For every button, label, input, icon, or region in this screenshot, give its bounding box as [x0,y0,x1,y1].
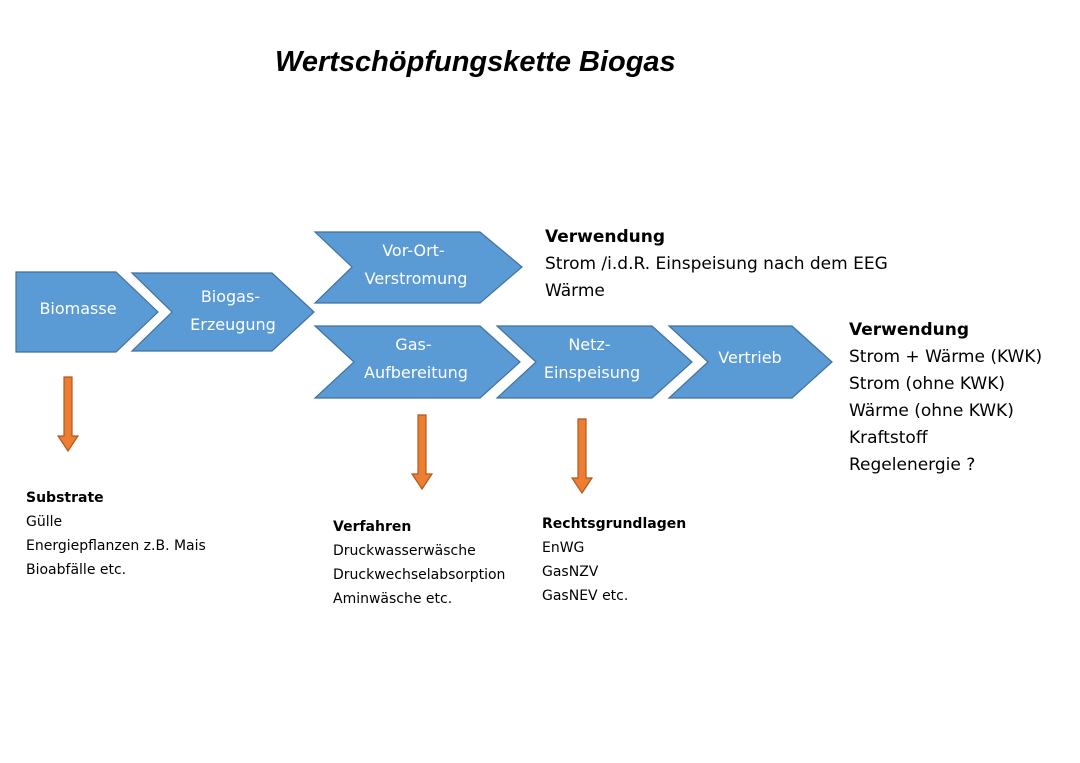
chevron-biomasse-label: Biomasse [39,299,116,318]
chevron-gas-aufbereitung-line1: Gas- [395,335,431,354]
chevron-netz-einspeisung-line1: Netz- [568,335,610,354]
chevron-biomasse: Biomasse [15,271,159,353]
chevron-vor-ort-line1: Vor-Ort- [382,241,444,260]
chevron-biogas-erzeugung-label: Biogas- Erzeugung [190,287,276,334]
verfahren-line: Druckwasserwäsche [333,543,476,559]
chevron-vertrieb: Vertrieb [667,325,833,399]
rechtsgrundlagen-line: EnWG [542,540,585,556]
chevron-gas-aufbereitung-line2: Aufbereitung [364,363,468,382]
chevron-biomasse-line: Biomasse [39,299,116,318]
verwendung-vertrieb-line: Strom (ohne KWK) [849,374,1006,394]
verwendung-vor-ort-line: Wärme [545,281,605,301]
verfahren-block: Verfahren Druckwasserwäsche Druckwechsel… [333,515,505,611]
verwendung-vertrieb-line: Regelenergie ? [849,455,976,475]
rechtsgrundlagen-block: Rechtsgrundlagen EnWG GasNZV GasNEV etc. [542,512,686,608]
chevron-netz-einspeisung: Netz- Einspeisung [495,325,693,399]
chevron-biogas-erzeugung-line2: Erzeugung [190,315,276,334]
verfahren-header: Verfahren [333,519,412,535]
verwendung-vertrieb-line: Kraftstoff [849,428,928,448]
rechtsgrundlagen-line: GasNEV etc. [542,588,629,604]
diagram-title: Wertschöpfungskette Biogas [275,46,676,78]
substrate-block: Substrate Gülle Energiepflanzen z.B. Mai… [26,486,206,582]
verwendung-vertrieb-line: Strom + Wärme (KWK) [849,347,1043,367]
verwendung-vertrieb-line: Wärme (ohne KWK) [849,401,1014,421]
verfahren-line: Druckwechselabsorption [333,567,506,583]
verfahren-line: Aminwäsche etc. [333,591,453,607]
down-arrow-verfahren-icon [410,414,434,491]
rechtsgrundlagen-header: Rechtsgrundlagen [542,516,687,532]
verwendung-vor-ort-block: Verwendung Strom /i.d.R. Einspeisung nac… [545,224,888,305]
down-arrow-rechtsgrundlagen-icon [570,418,594,495]
chevron-gas-aufbereitung: Gas- Aufbereitung [313,325,521,399]
chevron-vor-ort-line2: Verstromung [365,269,468,288]
chevron-vertrieb-label: Vertrieb [718,348,781,367]
verwendung-vertrieb-block: Verwendung Strom + Wärme (KWK) Strom (oh… [849,317,1042,479]
substrate-line: Gülle [26,514,63,530]
substrate-header: Substrate [26,490,104,506]
chevron-netz-einspeisung-line2: Einspeisung [544,363,640,382]
verwendung-vertrieb-header: Verwendung [849,320,970,340]
chevron-biogas-erzeugung-line1: Biogas- [201,287,260,306]
verwendung-vor-ort-line: Strom /i.d.R. Einspeisung nach dem EEG [545,254,888,274]
down-arrow-substrate-icon [56,376,80,453]
verwendung-vor-ort-header: Verwendung [545,227,666,247]
chevron-gas-aufbereitung-label: Gas- Aufbereitung [364,335,468,382]
chevron-vor-ort-label: Vor-Ort- Verstromung [365,241,468,288]
chevron-biogas-erzeugung: Biogas- Erzeugung [130,272,315,352]
chevron-netz-einspeisung-label: Netz- Einspeisung [544,335,640,382]
substrate-line: Bioabfälle etc. [26,562,127,578]
substrate-line: Energiepflanzen z.B. Mais [26,538,206,554]
chevron-vor-ort-verstromung: Vor-Ort- Verstromung [313,231,523,304]
rechtsgrundlagen-line: GasNZV [542,564,599,580]
chevron-vertrieb-line: Vertrieb [718,348,781,367]
